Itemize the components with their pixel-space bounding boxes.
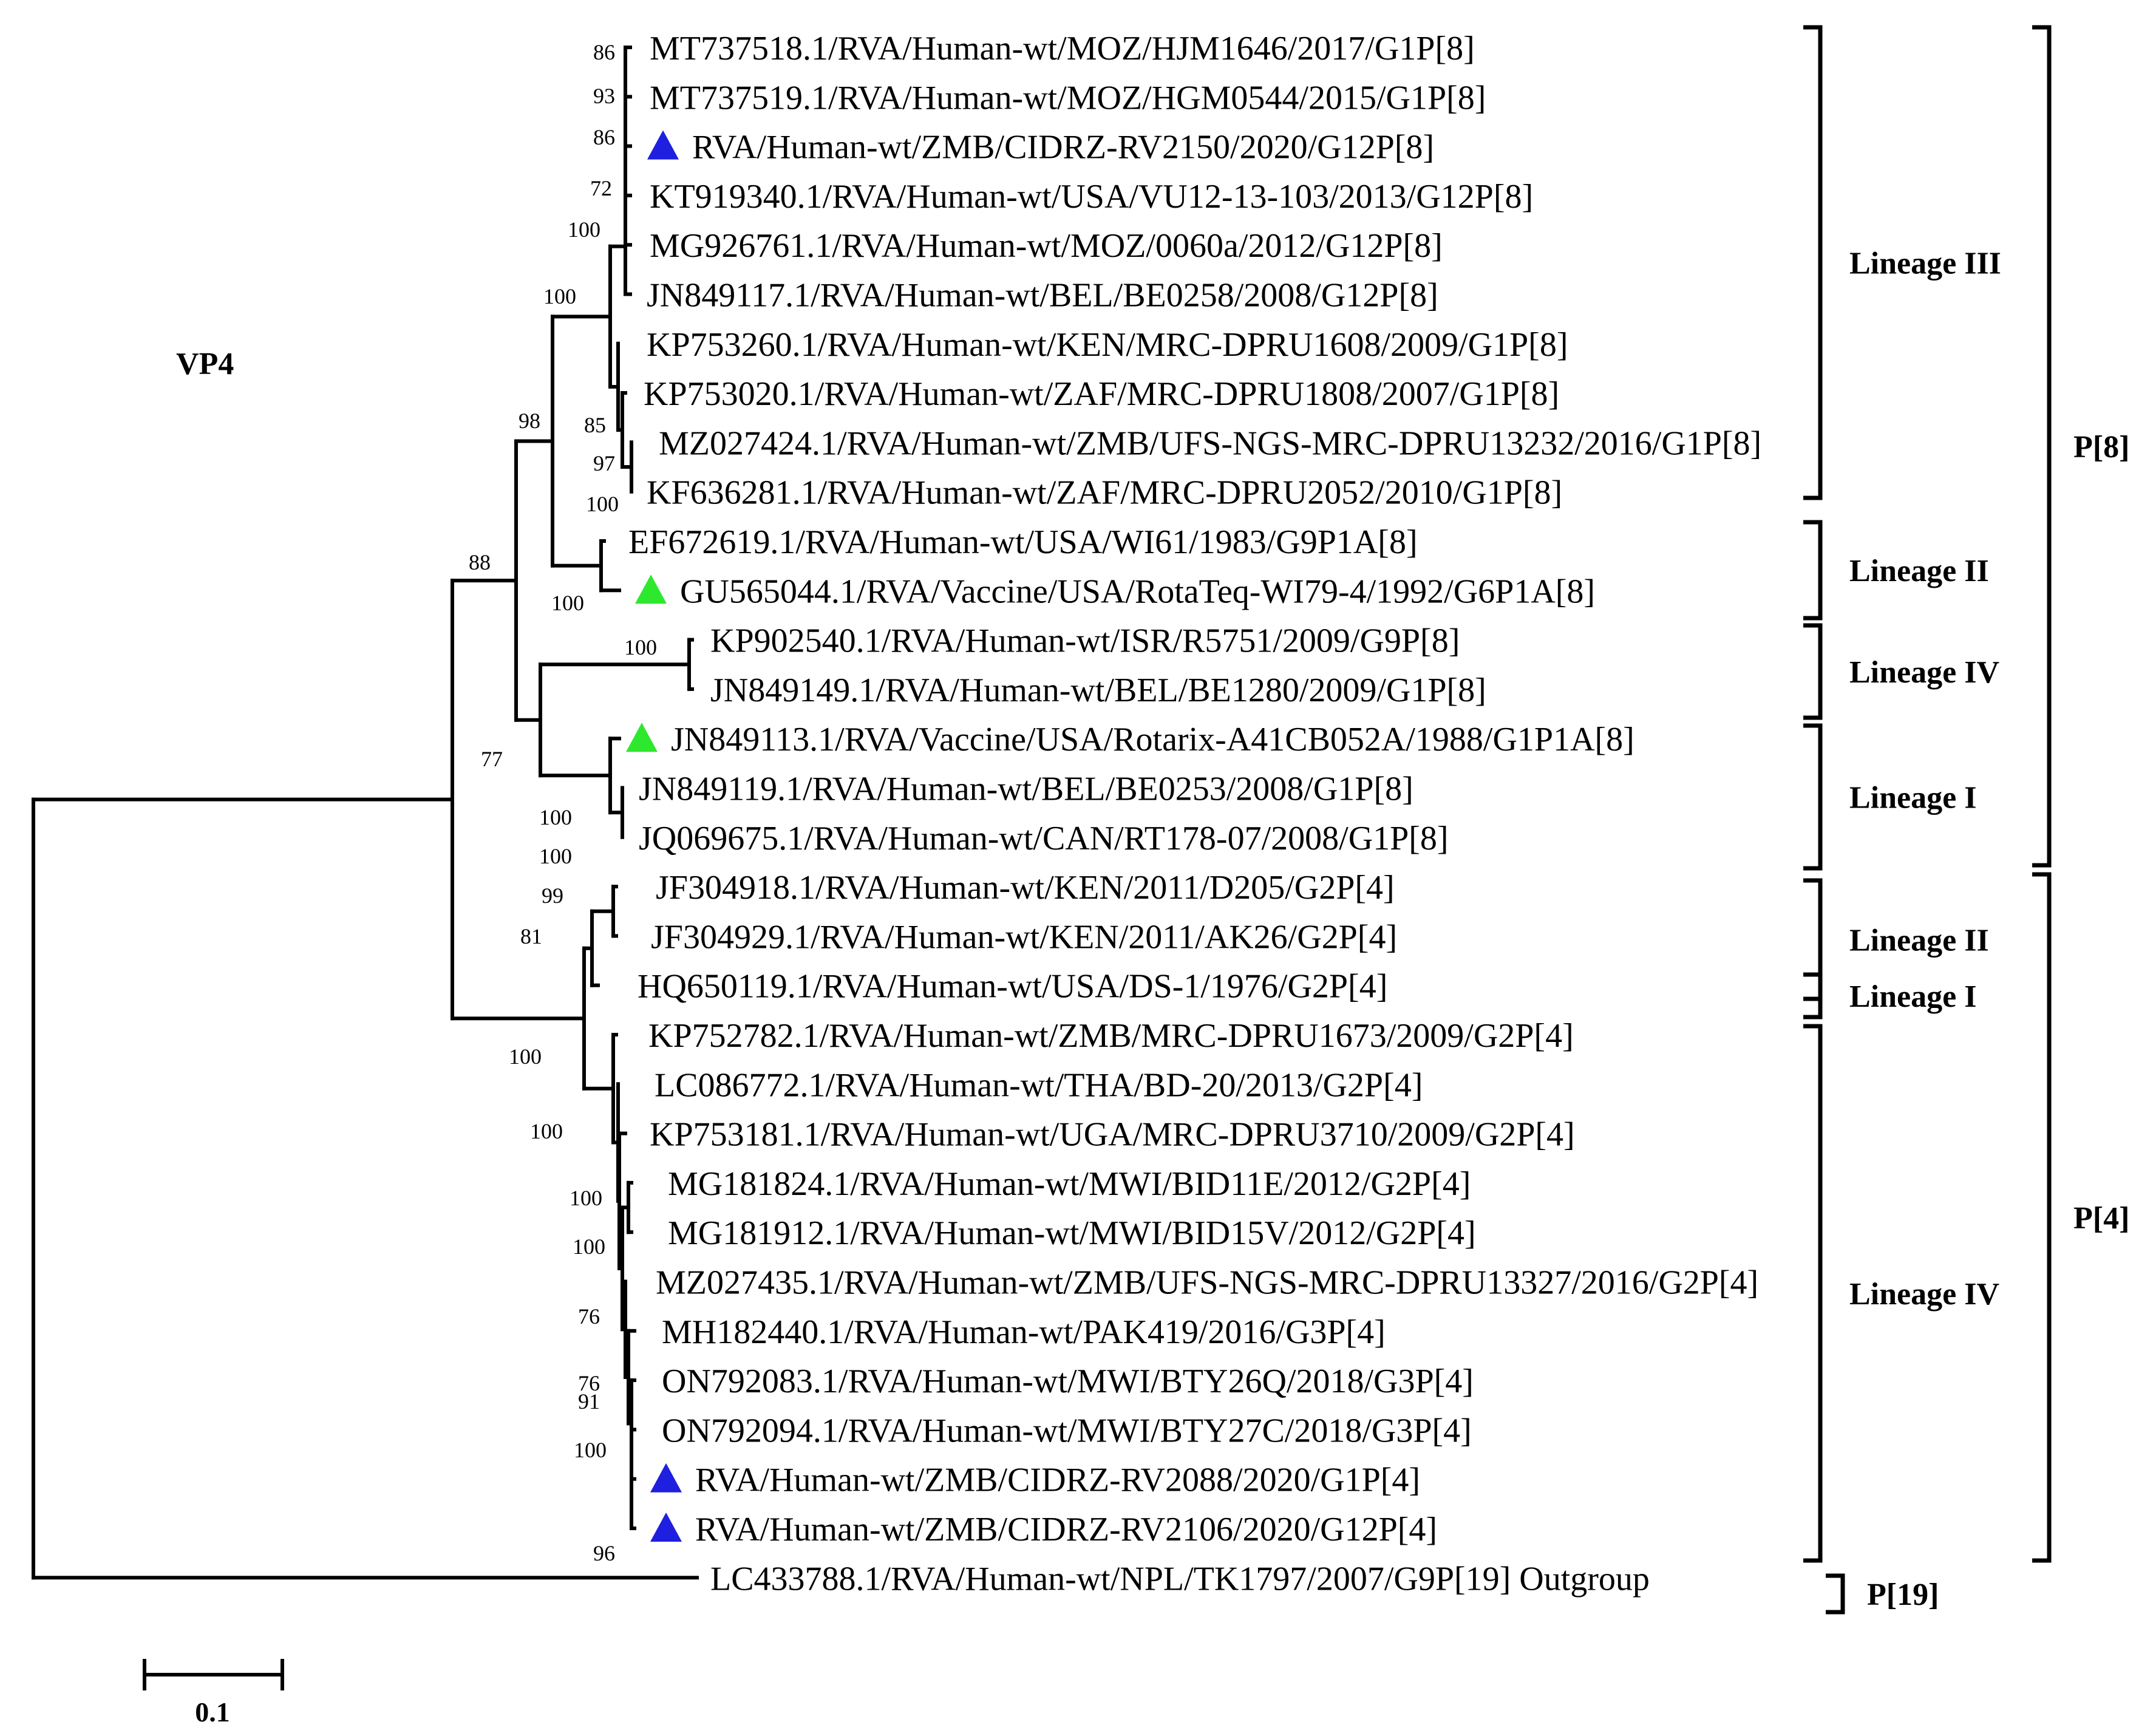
taxon-label: RVA/Human-wt/ZMB/CIDRZ-RV2106/2020/G12P[… [695,1511,1437,1548]
taxon-label: KP753260.1/RVA/Human-wt/KEN/MRC-DPRU1608… [647,326,1568,364]
genotype-bracket [2032,25,2052,868]
lineage-bracket [1803,878,1823,1001]
bootstrap-value: 100 [573,1234,605,1259]
taxon-label: MG181824.1/RVA/Human-wt/MWI/BID11E/2012/… [668,1165,1471,1203]
bootstrap-value: 81 [520,924,542,948]
figure-title: VP4 [176,347,234,381]
lineage-label: Lineage IV [1849,655,1999,690]
scale-bar-label: 0.1 [195,1697,230,1727]
bootstrap-value: 85 [584,413,606,437]
taxon-label: GU565044.1/RVA/Vaccine/USA/RotaTeq-WI79-… [680,573,1595,610]
taxon-label: JN849113.1/RVA/Vaccine/USA/Rotarix-A41CB… [671,721,1634,758]
taxon-label: KT919340.1/RVA/Human-wt/USA/VU12-13-103/… [650,178,1533,216]
blue-triangle-marker-icon [647,130,679,160]
taxon-label: MT737519.1/RVA/Human-wt/MOZ/HGM0544/2015… [650,79,1486,117]
lineage-bracket [1803,1024,1823,1563]
taxon-label: MZ027424.1/RVA/Human-wt/ZMB/UFS-NGS-MRC-… [659,424,1761,462]
taxon-label: RVA/Human-wt/ZMB/CIDRZ-RV2150/2020/G12P[… [692,129,1434,166]
taxon-label: EF672619.1/RVA/Human-wt/USA/WI61/1983/G9… [628,523,1418,561]
bootstrap-value: 100 [568,217,600,242]
blue-triangle-marker-icon [650,1513,682,1542]
taxon-label: MT737518.1/RVA/Human-wt/MOZ/HJM1646/2017… [650,30,1475,67]
genotype-label: P[8] [2073,430,2129,465]
taxon-label: MH182440.1/RVA/Human-wt/PAK419/2016/G3P[… [662,1313,1386,1351]
taxon-label: MG926761.1/RVA/Human-wt/MOZ/0060a/2012/G… [650,227,1443,265]
clade-brackets: Lineage III Lineage II Lineage IV Lineage I… [1803,25,2129,1615]
bootstrap-value: 99 [542,883,563,908]
bootstrap-value: 97 [593,451,615,475]
taxon-label: LC086772.1/RVA/Human-wt/THA/BD-20/2013/G… [655,1066,1423,1104]
bootstrap-value: 93 [593,84,615,108]
bootstrap-value: 76 [578,1304,600,1329]
lineage-label: Lineage IV [1849,1277,1999,1312]
taxon-label: JQ069675.1/RVA/Human-wt/CAN/RT178-07/200… [639,820,1449,857]
bootstrap-value: 76 [578,1371,600,1395]
bootstrap-value: 100 [551,591,584,615]
bootstrap-value: 72 [590,176,612,200]
taxon-label: MZ027435.1/RVA/Human-wt/ZMB/UFS-NGS-MRC-… [656,1264,1758,1302]
taxon-label: KF636281.1/RVA/Human-wt/ZAF/MRC-DPRU2052… [647,474,1562,512]
bootstrap-value: 100 [539,805,572,829]
bootstrap-value: 100 [543,284,576,308]
bootstrap-value: 100 [574,1438,607,1462]
bootstrap-value: 100 [509,1044,542,1069]
taxon-label: JF304929.1/RVA/Human-wt/KEN/2011/AK26/G2… [651,918,1397,956]
taxon-label: JN849117.1/RVA/Human-wt/BEL/BE0258/2008/… [647,277,1438,315]
taxon-label: JF304918.1/RVA/Human-wt/KEN/2011/D205/G2… [656,869,1395,907]
bootstrap-value: 100 [570,1186,602,1210]
taxon-label: JN849149.1/RVA/Human-wt/BEL/BE1280/2009/… [710,672,1486,709]
lineage-bracket [1803,623,1823,720]
genotype-label: P[19] [1867,1578,1939,1612]
taxon-labels: MT737518.1/RVA/Human-wt/MOZ/HJM1646/2017… [626,30,1761,1598]
genotype-bracket [1826,1573,1845,1615]
lineage-bracket [1803,25,1823,500]
bootstrap-values: 86 93 86 72 100 100 98 85 97 100 88 100 100 77 100 100 9… [469,40,657,1565]
genotype-label: P[4] [2073,1201,2129,1236]
bootstrap-value: 100 [624,635,657,659]
bootstrap-value: 96 [593,1541,615,1565]
lineage-bracket [1803,723,1823,871]
bootstrap-value: 86 [593,40,615,64]
bootstrap-value: 77 [481,747,503,771]
taxon-label: KP902540.1/RVA/Human-wt/ISR/R5751/2009/G… [710,622,1460,660]
lineage-bracket [1803,520,1823,621]
lineage-bracket [1803,972,1823,1019]
taxon-label: RVA/Human-wt/ZMB/CIDRZ-RV2088/2020/G1P[4… [695,1462,1420,1499]
taxon-label: ON792083.1/RVA/Human-wt/MWI/BTY26Q/2018/… [662,1363,1474,1400]
green-triangle-marker-icon [635,574,667,604]
lineage-label: Lineage III [1849,247,2001,281]
taxon-label: KP752782.1/RVA/Human-wt/ZMB/MRC-DPRU1673… [648,1017,1574,1055]
lineage-label: Lineage II [1849,554,1989,588]
green-triangle-marker-icon [626,723,658,752]
bootstrap-value: 100 [530,1119,563,1143]
bootstrap-value: 91 [578,1389,600,1414]
genotype-bracket [2032,872,2052,1563]
taxon-label: ON792094.1/RVA/Human-wt/MWI/BTY27C/2018/… [662,1412,1472,1449]
taxon-label: KP753181.1/RVA/Human-wt/UGA/MRC-DPRU3710… [650,1116,1575,1154]
lineage-label: Lineage I [1849,979,1976,1014]
bootstrap-value: 100 [539,844,572,868]
bootstrap-value: 98 [519,409,540,433]
taxon-label: MG181912.1/RVA/Human-wt/MWI/BID15V/2012/… [668,1214,1476,1252]
bootstrap-value: 100 [586,492,619,516]
bootstrap-value: 88 [469,550,491,574]
bootstrap-value: 86 [593,125,615,149]
taxon-label: JN849119.1/RVA/Human-wt/BEL/BE0253/2008/… [639,771,1413,808]
taxon-label: HQ650119.1/RVA/Human-wt/USA/DS-1/1976/G2… [638,968,1387,1006]
taxon-label: LC433788.1/RVA/Human-wt/NPL/TK1797/2007/… [710,1560,1650,1598]
tree-branches [32,46,699,1580]
scale-bar: 0.1 [143,1659,284,1727]
blue-triangle-marker-icon [650,1463,682,1493]
taxon-label: KP753020.1/RVA/Human-wt/ZAF/MRC-DPRU1808… [644,375,1559,413]
lineage-label: Lineage II [1849,924,1989,958]
lineage-label: Lineage I [1849,781,1976,815]
